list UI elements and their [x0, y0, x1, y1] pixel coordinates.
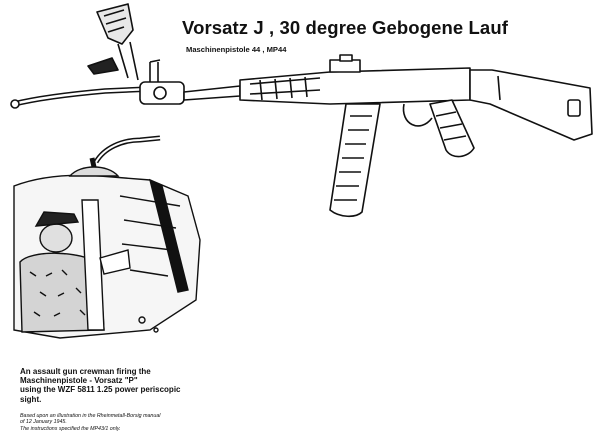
receiver	[239, 67, 471, 105]
note-line: of 12 January 1945.	[20, 419, 67, 426]
figure-caption: An assault gun crewman firing the Maschi…	[20, 367, 250, 404]
periscope-mirror	[96, 3, 134, 45]
caption-line: An assault gun crewman firing the	[20, 367, 151, 376]
note-line: The instructions specified the MP43/1 on…	[20, 425, 121, 432]
note-line: Based upon an illustration in the Rheinm…	[20, 413, 161, 419]
caption-line: using the WZF 5811 1.25 power periscopic	[20, 385, 181, 395]
pistol-grip	[429, 99, 475, 158]
stock	[469, 69, 593, 141]
curved-barrel	[13, 86, 151, 107]
muzzle-housing	[139, 81, 185, 105]
caption-line: Maschinenpistole - Vorsatz "P"	[20, 376, 138, 386]
source-note: Based upon an illustration in the Rheinm…	[20, 413, 260, 432]
magazine	[329, 103, 381, 218]
crewman-scene-drawing	[13, 135, 201, 339]
crewman-head	[39, 223, 73, 253]
caption-line: sight.	[20, 394, 42, 404]
mp44-rifle-drawing	[10, 3, 593, 218]
page-title: Vorsatz J , 30 degree Gebogene Lauf	[182, 17, 508, 38]
page-subtitle: Maschinenpistole 44 , MP44	[186, 45, 287, 54]
